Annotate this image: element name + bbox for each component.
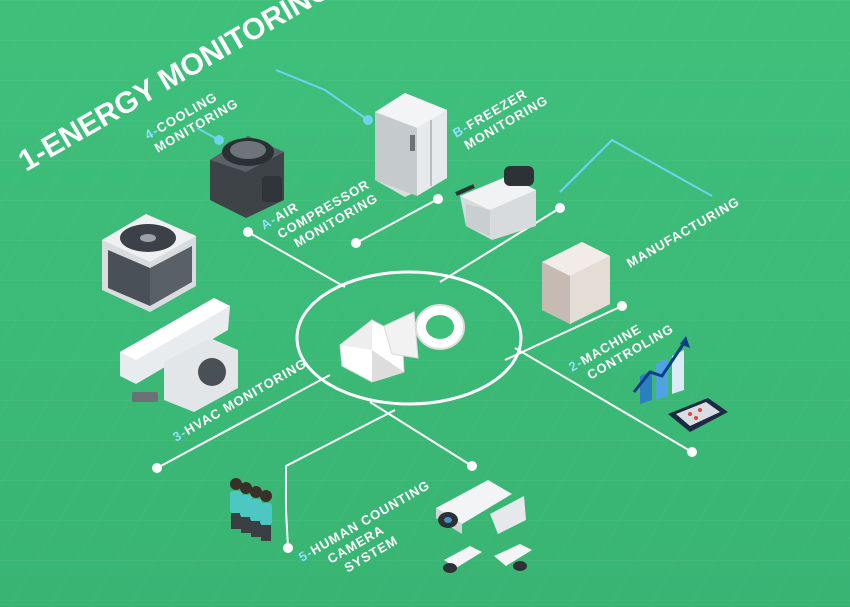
people-icon <box>230 478 272 541</box>
line-hvac <box>156 374 331 469</box>
io-hub-icon <box>295 270 523 406</box>
freezer-icon <box>375 93 447 197</box>
dot-air <box>243 227 253 237</box>
connector-lines <box>156 198 693 549</box>
dot-manufacturing <box>555 203 565 213</box>
dot-human <box>283 543 293 553</box>
line-manufacturing-accent <box>559 138 713 197</box>
ac-outdoor-unit-icon <box>102 214 196 312</box>
line-machine <box>504 305 623 361</box>
cctv-camera-icon <box>436 480 532 573</box>
dot-camera <box>467 461 477 471</box>
line-air-compressor <box>247 231 346 288</box>
line-machine-lower <box>514 347 693 453</box>
dot-machine-lower <box>687 447 697 457</box>
chart-icon <box>632 336 690 404</box>
air-compressor-icon <box>210 136 284 218</box>
dot-machine <box>617 301 627 311</box>
dot-fryer <box>433 194 443 204</box>
endpoint-dots <box>152 194 697 553</box>
line-fryer <box>355 198 439 244</box>
fryer-icon <box>455 166 536 240</box>
dot-hvac <box>152 463 162 473</box>
line-manufacturing <box>439 207 561 283</box>
dot-fryer-inner <box>351 238 361 248</box>
split-ac-icon <box>120 298 238 412</box>
dot-cooling <box>214 135 224 145</box>
line-freezer <box>275 69 369 121</box>
line-camera <box>369 401 473 467</box>
dishwasher-icon <box>542 242 610 324</box>
accent-dots <box>214 115 373 145</box>
calculator-icon <box>668 398 728 432</box>
line-human-counting <box>285 409 396 549</box>
dot-freezer <box>363 115 373 125</box>
